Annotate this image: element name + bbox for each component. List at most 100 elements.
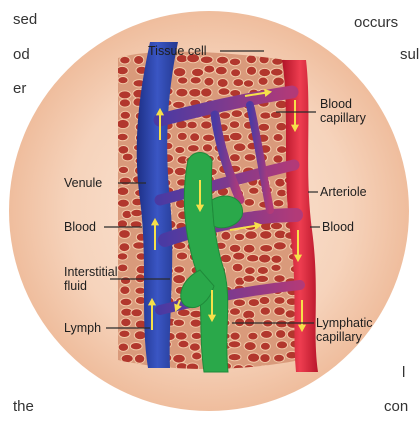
- label-tissue-cell: Tissue cell: [148, 44, 207, 58]
- tissue-cell: [243, 244, 255, 253]
- tissue-cell: [118, 77, 128, 84]
- tissue-cell: [245, 267, 256, 275]
- tissue-cell: [228, 354, 241, 361]
- tissue-cell: [203, 134, 215, 141]
- tissue-cell: [189, 343, 200, 351]
- tissue-cell: [248, 353, 260, 362]
- tissue-cell: [120, 56, 130, 64]
- tissue-cell: [192, 68, 204, 76]
- tissue-cell: [221, 231, 231, 240]
- tissue-cell: [229, 121, 239, 129]
- tissue-cell: [273, 77, 285, 86]
- tissue-cell: [231, 110, 242, 118]
- tissue-cell: [175, 146, 185, 153]
- tissue-cell: [243, 80, 253, 87]
- tissue-cell: [117, 187, 129, 196]
- tissue-cell: [249, 187, 259, 194]
- tissue-cell: [122, 210, 132, 218]
- tissue-cell: [219, 112, 231, 119]
- tissue-cell: [119, 330, 130, 337]
- label-blood-left: Blood: [64, 220, 96, 234]
- tissue-cell: [231, 69, 241, 77]
- tissue-cell: [175, 332, 187, 340]
- tissue-cell: [257, 267, 268, 275]
- tissue-cell: [247, 254, 260, 262]
- tissue-cell: [274, 297, 285, 305]
- tissue-cell: [274, 307, 286, 316]
- tissue-cell: [119, 99, 130, 107]
- tissue-cell: [178, 77, 188, 84]
- tissue-cell: [177, 132, 187, 140]
- tissue-cell: [235, 318, 245, 327]
- tissue-cell: [233, 79, 244, 87]
- tissue-cell: [273, 200, 284, 207]
- tissue-cell: [130, 343, 142, 350]
- tissue-cell: [233, 143, 246, 152]
- tissue-cell: [248, 299, 259, 307]
- tissue-cell: [117, 133, 128, 141]
- tissue-cell: [260, 307, 270, 315]
- tissue-cell: [276, 341, 287, 349]
- tissue-cell: [270, 222, 282, 230]
- tissue-cell: [256, 275, 269, 282]
- tissue-cell: [119, 243, 130, 252]
- tissue-cell: [192, 352, 202, 360]
- tissue-cell: [120, 277, 130, 285]
- tissue-cell: [119, 177, 131, 185]
- tissue-cell: [120, 286, 130, 295]
- tissue-cell: [121, 318, 131, 327]
- tissue-cell: [118, 343, 128, 351]
- label-blood-right: Blood: [322, 220, 354, 234]
- tissue-cell: [117, 199, 129, 207]
- tissue-cell: [259, 68, 271, 76]
- label-venule: Venule: [64, 176, 102, 190]
- tissue-cell: [285, 310, 295, 318]
- tissue-cell: [260, 112, 271, 119]
- tissue-cell: [273, 242, 286, 250]
- tissue-cell: [260, 245, 273, 253]
- tissue-cell: [274, 275, 285, 283]
- tissue-cell: [258, 123, 269, 131]
- tissue-cell: [230, 308, 241, 316]
- tissue-cell: [117, 253, 128, 260]
- tissue-cell: [271, 68, 284, 76]
- tissue-cell: [258, 77, 268, 85]
- tissue-cell: [173, 354, 186, 363]
- tissue-cell: [244, 154, 256, 162]
- tissue-cell: [201, 88, 212, 97]
- tissue-cell: [187, 121, 197, 129]
- tissue-cell: [190, 77, 201, 84]
- tissue-cell: [188, 145, 200, 152]
- tissue-cell: [276, 330, 286, 339]
- tissue-cell: [131, 309, 143, 317]
- tissue-cell: [261, 330, 273, 338]
- tissue-cell: [271, 264, 281, 271]
- tissue-cell: [233, 252, 245, 260]
- tissue-cell: [217, 79, 228, 88]
- tissue-cell: [277, 189, 287, 197]
- tissue-cell: [134, 56, 144, 65]
- tissue-cell: [260, 231, 272, 240]
- tissue-cell: [131, 209, 143, 216]
- tissue-cell: [122, 153, 133, 161]
- tissue-cell: [118, 166, 128, 173]
- tissue-cell: [176, 252, 187, 260]
- tissue-cell: [246, 66, 256, 75]
- tissue-cell: [271, 255, 282, 263]
- tissue-cell: [273, 134, 283, 142]
- tissue-cell: [246, 55, 256, 64]
- tissue-cell: [134, 354, 144, 363]
- tissue-cell: [173, 68, 186, 77]
- tissue-cell: [120, 111, 130, 119]
- tissue-cell: [117, 119, 130, 128]
- tissue-cell: [245, 231, 258, 240]
- tissue-cell: [218, 88, 230, 96]
- tissue-cell: [273, 155, 283, 163]
- tissue-cell: [118, 264, 128, 272]
- tissue-cell: [133, 242, 146, 250]
- tissue-cell: [189, 89, 202, 98]
- tissue-cell: [204, 77, 214, 86]
- tissue-cell: [217, 56, 229, 64]
- label-lymph: Lymph: [64, 321, 101, 335]
